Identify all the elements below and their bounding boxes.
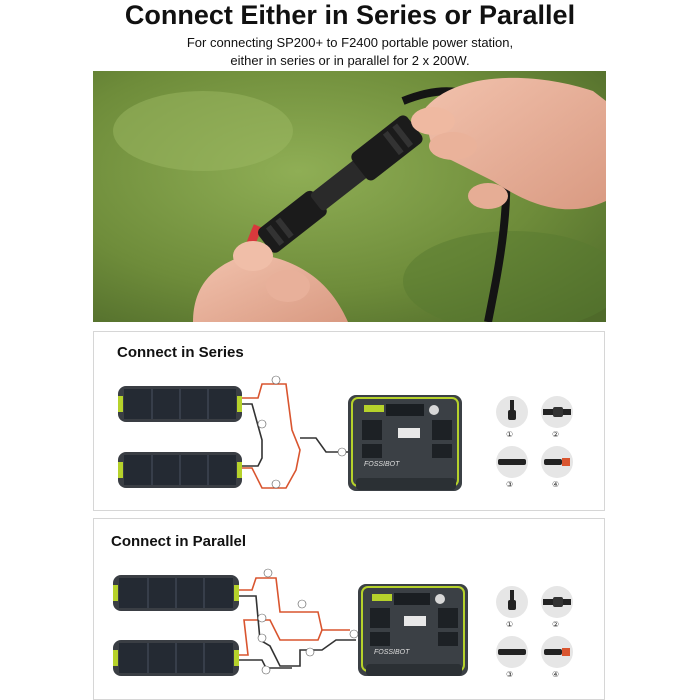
station-brand-parallel: FOSSIBOT — [374, 649, 410, 656]
parallel-title: Connect in Parallel — [111, 533, 247, 550]
power-station-parallel — [358, 584, 468, 676]
solar-panel-top — [118, 386, 242, 422]
connector-photo — [93, 71, 606, 322]
subtitle-line-1: For connecting SP200+ to F2400 portable … — [186, 35, 514, 50]
power-station-series — [348, 395, 462, 491]
subtitle-line-2: either in series or in parallel for 2 x … — [230, 53, 470, 68]
solar-panel-parallel-top — [113, 575, 239, 611]
series-num-3: ③ — [506, 480, 514, 489]
parallel-num-1: ① — [506, 620, 514, 629]
station-brand-series: FOSSIBOT — [364, 461, 400, 468]
parallel-num-4: ④ — [552, 670, 560, 679]
solar-panel-bottom — [118, 452, 242, 488]
series-num-2: ② — [552, 430, 560, 439]
parallel-legend — [496, 586, 573, 668]
parallel-num-2: ② — [552, 620, 560, 629]
page-title: Connect Either in Series or Parallel — [124, 0, 576, 30]
page-subtitle: For connecting SP200+ to F2400 portable … — [0, 34, 700, 70]
series-num-1: ① — [506, 430, 514, 439]
series-num-4: ④ — [552, 480, 560, 489]
series-legend — [496, 396, 573, 478]
series-title: Connect in Series — [117, 344, 244, 361]
parallel-num-3: ③ — [506, 670, 514, 679]
solar-panel-parallel-bottom — [113, 640, 239, 676]
